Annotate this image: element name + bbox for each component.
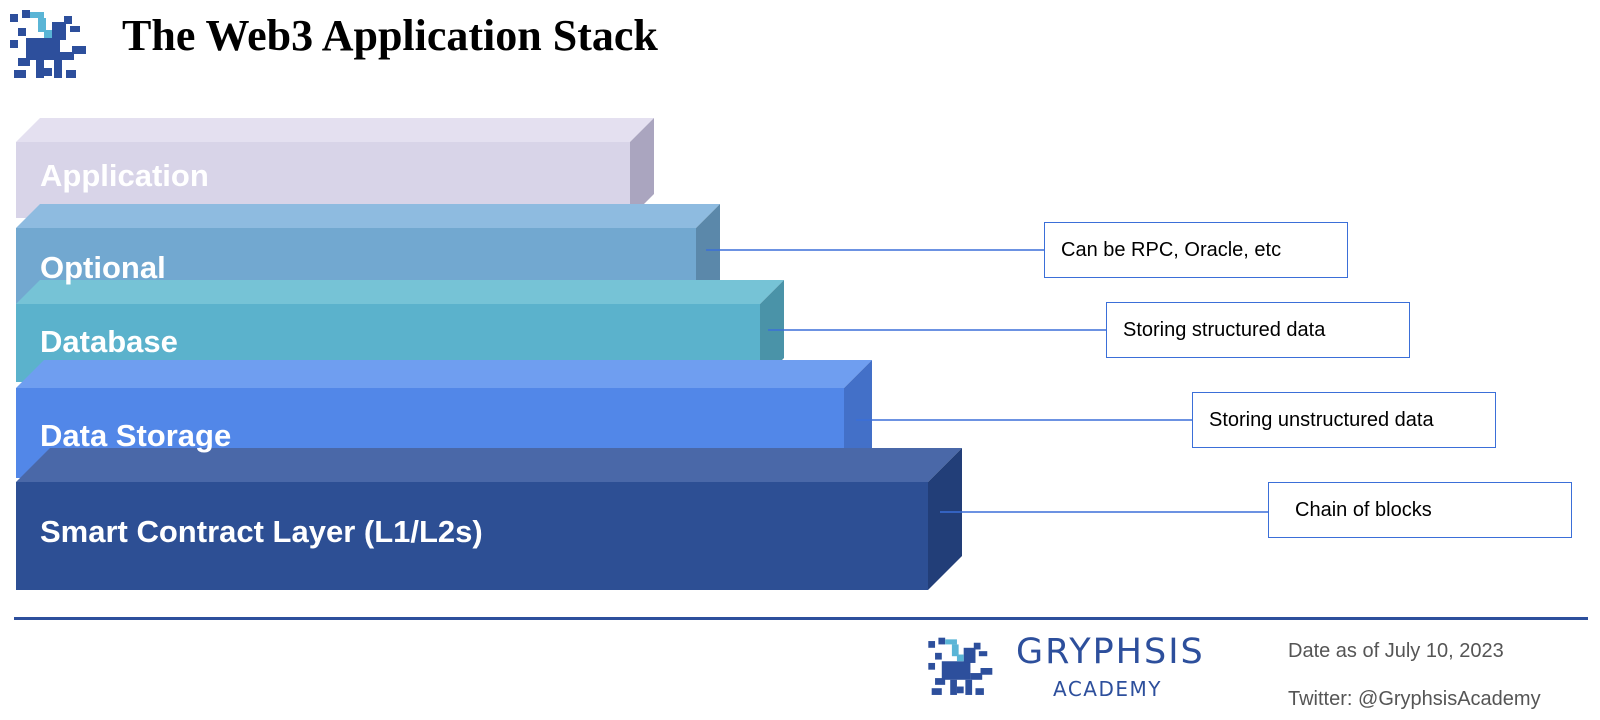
layer-top-data-storage (16, 360, 872, 388)
layer-label-database: Database (40, 324, 178, 359)
layer-label-application: Application (40, 158, 209, 193)
layer-side-optional (696, 204, 720, 304)
footer-divider (14, 617, 1588, 620)
layer-block-application (16, 118, 654, 218)
twitter-handle: Twitter: @GryphsisAcademy (1288, 688, 1541, 710)
layer-label-optional: Optional (40, 250, 166, 285)
layer-label-data-storage: Data Storage (40, 418, 232, 453)
gryphon-logo-icon (10, 10, 86, 78)
layer-side-smart-contract (928, 448, 962, 590)
page-title: The Web3 Application Stack (122, 11, 658, 60)
callout-optional: Can be RPC, Oracle, etc (1044, 222, 1348, 278)
layer-front-application (16, 142, 630, 218)
stack-diagram (16, 118, 1268, 590)
date-note: Date as of July 10, 2023 (1288, 640, 1504, 662)
layer-front-smart-contract (16, 482, 928, 590)
gryphon-logo-icon (928, 637, 993, 695)
layer-side-application (630, 118, 654, 218)
layer-top-database (16, 280, 784, 304)
layer-top-optional (16, 204, 720, 228)
layer-top-smart-contract (16, 448, 962, 482)
callout-smart-contract: Chain of blocks (1268, 482, 1572, 538)
callout-database: Storing structured data (1106, 302, 1410, 358)
brand-name: GRYPHSIS (1016, 632, 1205, 672)
layer-label-smart-contract: Smart Contract Layer (L1/L2s) (40, 514, 483, 549)
layer-top-application (16, 118, 654, 142)
layer-block-smart-contract (16, 448, 962, 590)
layer-side-database (760, 280, 784, 382)
brand-subtitle: ACADEMY (1053, 677, 1162, 701)
callout-data-storage: Storing unstructured data (1192, 392, 1496, 448)
